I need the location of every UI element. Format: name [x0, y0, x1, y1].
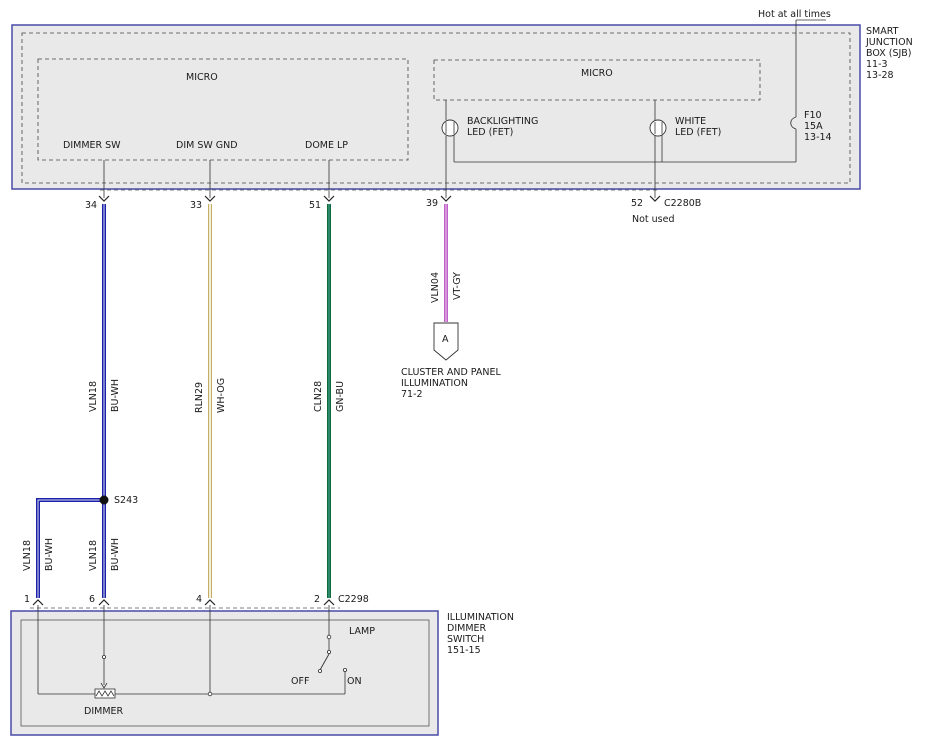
lamp-switch-blade [319, 653, 330, 671]
white-led-label-1: WHITE [675, 116, 707, 127]
pin-1-terminal [32, 599, 44, 606]
pin-52-terminal [649, 195, 661, 202]
wire-vln18-circuit-branch: VLN18 [22, 540, 33, 571]
white-led-label-2: LED (FET) [675, 127, 722, 138]
offpage-connector-a [433, 322, 459, 361]
dimmer-switch-title-2: DIMMER [447, 623, 487, 634]
fuse-label-3: 13-14 [804, 132, 832, 143]
wire-vln18-color-lower: BU-WH [110, 537, 121, 571]
dimmer-wiper-arrow [100, 682, 108, 689]
dome-lp-pin-label: DOME LP [305, 140, 349, 151]
sjb-title-4: 11-3 [866, 59, 888, 70]
connector-c2298-label: C2298 [338, 594, 369, 605]
pin-51-terminal [323, 195, 335, 202]
dimmer-label: DIMMER [84, 706, 124, 717]
backlighting-led-label-2: LED (FET) [467, 127, 514, 138]
pin-4-label: 4 [196, 594, 203, 605]
dim-sw-gnd-pin-label: DIM SW GND [176, 140, 238, 151]
pin-52-label: 52 [631, 198, 644, 209]
wire-vln18-circuit-lower: VLN18 [88, 540, 99, 571]
offpage-line-2: ILLUMINATION [401, 378, 468, 389]
fuse-label-2: 15A [804, 121, 823, 132]
connector-c2280b-label: C2280B [664, 198, 702, 209]
backlighting-fet-icon [441, 119, 459, 137]
offpage-line-3: 71-2 [401, 389, 423, 400]
pin-33-terminal [204, 195, 216, 202]
offpage-letter: A [442, 334, 449, 345]
off-label: OFF [291, 676, 310, 687]
wire-cln28-color: GN-BU [335, 380, 346, 412]
sjb-inner-dashed [21, 32, 851, 184]
pin-39-label: 39 [426, 198, 439, 209]
micro-left-label: MICRO [186, 72, 218, 83]
splice-s243-label: S243 [114, 495, 139, 506]
not-used-label: Not used [632, 214, 675, 225]
pin-33-label: 33 [190, 200, 203, 211]
pin-39-terminal [440, 195, 452, 202]
sjb-title-2: JUNCTION [866, 37, 913, 48]
wire-vln04-color: VT-GY [452, 272, 463, 300]
micro-left-box [37, 58, 409, 161]
pin-2-terminal [323, 599, 335, 606]
sjb-box [11, 24, 861, 190]
dimmer-switch-title-1: ILLUMINATION [447, 612, 514, 623]
pin-34-label: 34 [85, 200, 98, 211]
micro-right-box [433, 59, 761, 101]
dimmer-switch-title-3: SWITCH [447, 634, 485, 645]
offpage-line-1: CLUSTER AND PANEL [401, 367, 501, 378]
dimmer-resistor-icon [94, 688, 116, 699]
pin-6-label: 6 [89, 594, 96, 605]
hot-at-all-times-label: Hot at all times [758, 9, 831, 20]
lamp-label: LAMP [349, 626, 375, 637]
wire-rln29-circuit: RLN29 [194, 381, 205, 413]
micro-right-label: MICRO [581, 68, 613, 79]
wire-vln18-circuit-upper: VLN18 [88, 381, 99, 412]
pin-34-terminal [98, 195, 110, 202]
white-led-fet-icon [649, 119, 667, 137]
pin-6-terminal [98, 599, 110, 606]
sjb-title-3: BOX (SJB) [866, 48, 912, 59]
pin-1-label: 1 [24, 594, 31, 605]
wire-cln28-circuit: CLN28 [313, 380, 324, 412]
wire-vln18-color-branch: BU-WH [44, 537, 55, 571]
pin-2-label: 2 [314, 594, 321, 605]
dimmer-switch-box [10, 610, 439, 736]
dimmer-switch-inner [20, 619, 430, 727]
on-label: ON [347, 676, 362, 687]
sjb-title-5: 13-28 [866, 70, 894, 81]
fuse-label-1: F10 [804, 110, 822, 121]
dimmer-switch-title-4: 151-15 [447, 645, 481, 656]
wire-vln04-circuit: VLN04 [430, 272, 441, 303]
splice-s243-dot [99, 495, 109, 505]
fuse-icon [790, 116, 797, 130]
pin-51-label: 51 [309, 200, 322, 211]
dimmer-sw-pin-label: DIMMER SW [63, 140, 121, 151]
wire-rln29-color: WH-OG [216, 377, 227, 413]
pin-4-terminal [204, 599, 216, 606]
backlighting-led-label-1: BACKLIGHTING [467, 116, 539, 127]
wire-vln18-color-upper: BU-WH [110, 378, 121, 412]
sjb-title-1: SMART [866, 26, 899, 37]
